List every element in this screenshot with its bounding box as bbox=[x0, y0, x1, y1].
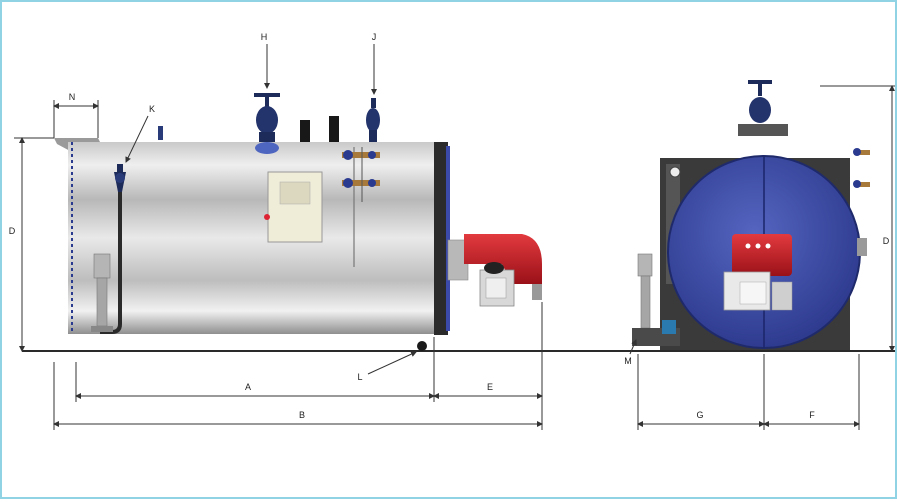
dimension-lines bbox=[14, 44, 895, 430]
label-h: H bbox=[261, 32, 268, 42]
valve-j bbox=[366, 98, 380, 142]
feed-pump-base bbox=[91, 326, 113, 332]
burner-front bbox=[723, 234, 793, 311]
label-j: J bbox=[372, 32, 377, 42]
safety-valve-1 bbox=[300, 120, 310, 142]
drain-l bbox=[417, 341, 427, 351]
front-side-fittings bbox=[853, 148, 870, 256]
label-k: K bbox=[149, 104, 155, 114]
pressure-gauge bbox=[669, 166, 681, 178]
side-view-boiler bbox=[54, 93, 542, 351]
control-panel-display bbox=[279, 181, 311, 205]
front-view-boiler bbox=[632, 80, 870, 350]
valve-k bbox=[114, 164, 126, 192]
label-d-left: D bbox=[9, 226, 16, 236]
panel-indicator bbox=[264, 214, 270, 220]
small-fitting bbox=[158, 126, 163, 140]
front-door-ring bbox=[434, 142, 448, 335]
label-d-right: D bbox=[883, 236, 890, 246]
boiler-shell bbox=[68, 142, 440, 334]
label-g: G bbox=[696, 410, 703, 420]
level-gauges bbox=[342, 147, 380, 267]
front-pump bbox=[632, 253, 680, 346]
label-m: M bbox=[624, 356, 632, 366]
label-l: L bbox=[357, 372, 362, 382]
feed-pump-body bbox=[96, 277, 108, 327]
label-f: F bbox=[809, 410, 815, 420]
front-top-valve bbox=[738, 80, 788, 136]
label-e: E bbox=[487, 382, 493, 392]
label-b: B bbox=[299, 410, 305, 420]
feed-pump-motor bbox=[93, 253, 111, 279]
safety-valve-2 bbox=[329, 116, 339, 142]
front-door-edge bbox=[446, 146, 450, 331]
label-a: A bbox=[245, 382, 251, 392]
dimension-labels: N D H J K L A E B M G F D bbox=[9, 32, 890, 420]
label-n: N bbox=[69, 92, 76, 102]
valve-h bbox=[254, 93, 280, 154]
burner-side bbox=[447, 234, 542, 307]
